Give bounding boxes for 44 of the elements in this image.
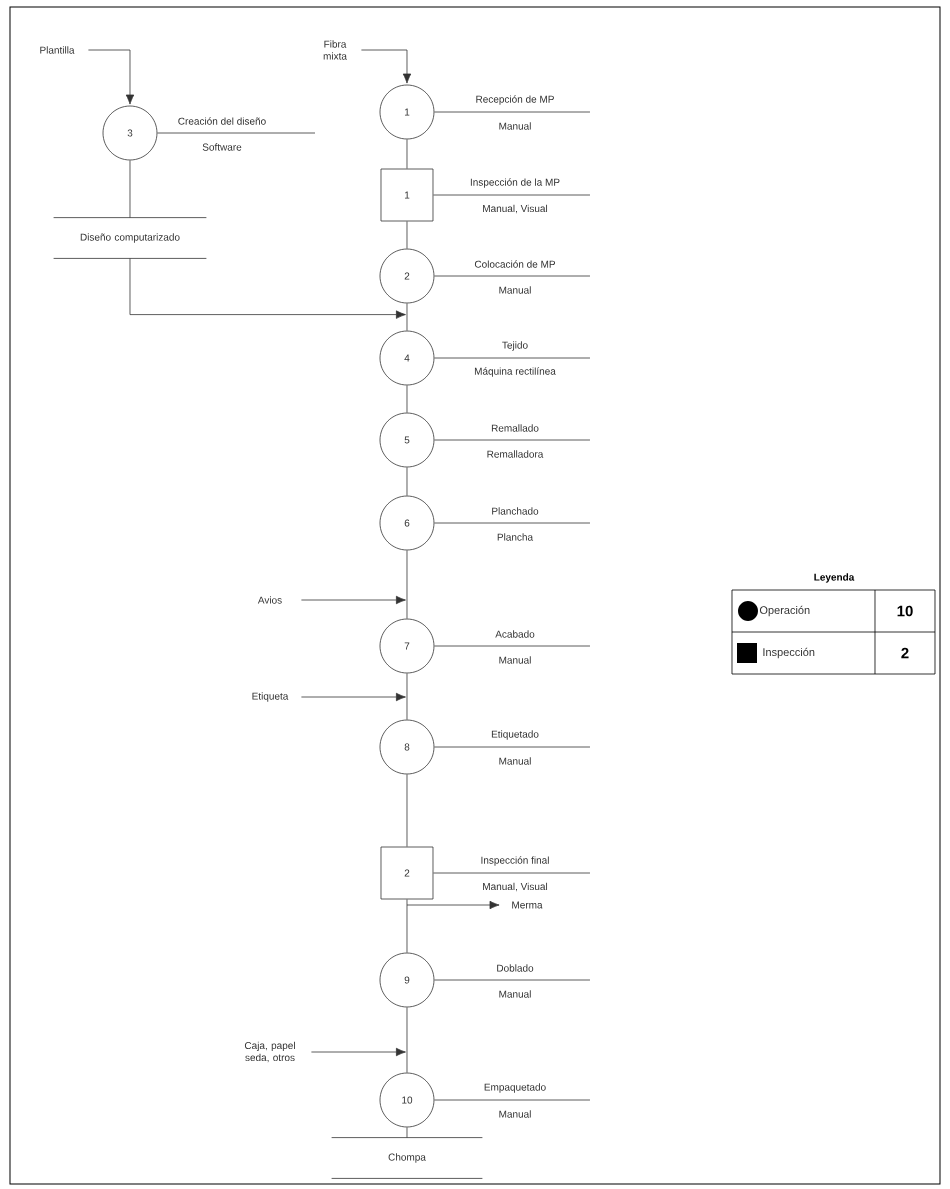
count-cell: 10: [897, 605, 913, 617]
step-label: Manual, Visual: [483, 882, 547, 892]
arrow: [301, 595, 406, 605]
step-label: Etiquetado: [491, 730, 539, 740]
arrow: [311, 1047, 406, 1057]
step-label: Planchado: [492, 507, 539, 515]
step-label: Inspección final: [481, 856, 549, 866]
input-label: Fibra mixta: [323, 40, 347, 60]
inspection-square: 2: [380, 846, 434, 900]
step-label: Manual: [499, 990, 531, 998]
step-label: Manual: [499, 122, 531, 130]
step-label: Remallado: [491, 424, 539, 432]
step-label: Empaquetado: [484, 1083, 546, 1093]
step-label: Doblado: [497, 964, 534, 972]
step-label: Acabado: [495, 630, 535, 638]
step-label: Manual: [499, 757, 531, 765]
count-cell: 2: [901, 647, 909, 659]
arrow: [361, 49, 412, 84]
inspection-square: 1: [380, 168, 434, 222]
arrow: [301, 692, 406, 702]
step-label: Manual: [499, 656, 531, 664]
input-label: Merma: [512, 901, 543, 909]
step-label: Máquina rectilínea: [474, 367, 556, 377]
arrow: [88, 49, 135, 105]
step-label: Plancha: [497, 533, 534, 541]
step-label: Manual, Visual: [483, 204, 547, 214]
input-label: Plantilla: [40, 46, 75, 54]
step-label: Colocación de MP: [474, 260, 556, 268]
step-label: Creación del diseño: [178, 117, 266, 125]
input-label: Etiqueta: [252, 692, 289, 702]
step-label: Inspección de la MP: [470, 178, 560, 188]
legend-title: Leyenda: [814, 573, 855, 583]
step-label: Recepción de MP: [476, 95, 554, 105]
step-label: Software: [202, 143, 242, 151]
arrow: [406, 900, 500, 910]
step-label: Remalladora: [487, 450, 544, 458]
input-label: Caja, papel seda, otros: [244, 1041, 295, 1063]
legend-entry: Inspección: [763, 647, 815, 659]
step-label: Manual: [499, 286, 531, 294]
step-label: Tejido: [502, 341, 528, 351]
step-label: Manual: [499, 1110, 531, 1118]
legend-entry: Operación: [759, 605, 810, 617]
input-label: Avios: [257, 596, 282, 604]
arrow: [129, 258, 406, 319]
